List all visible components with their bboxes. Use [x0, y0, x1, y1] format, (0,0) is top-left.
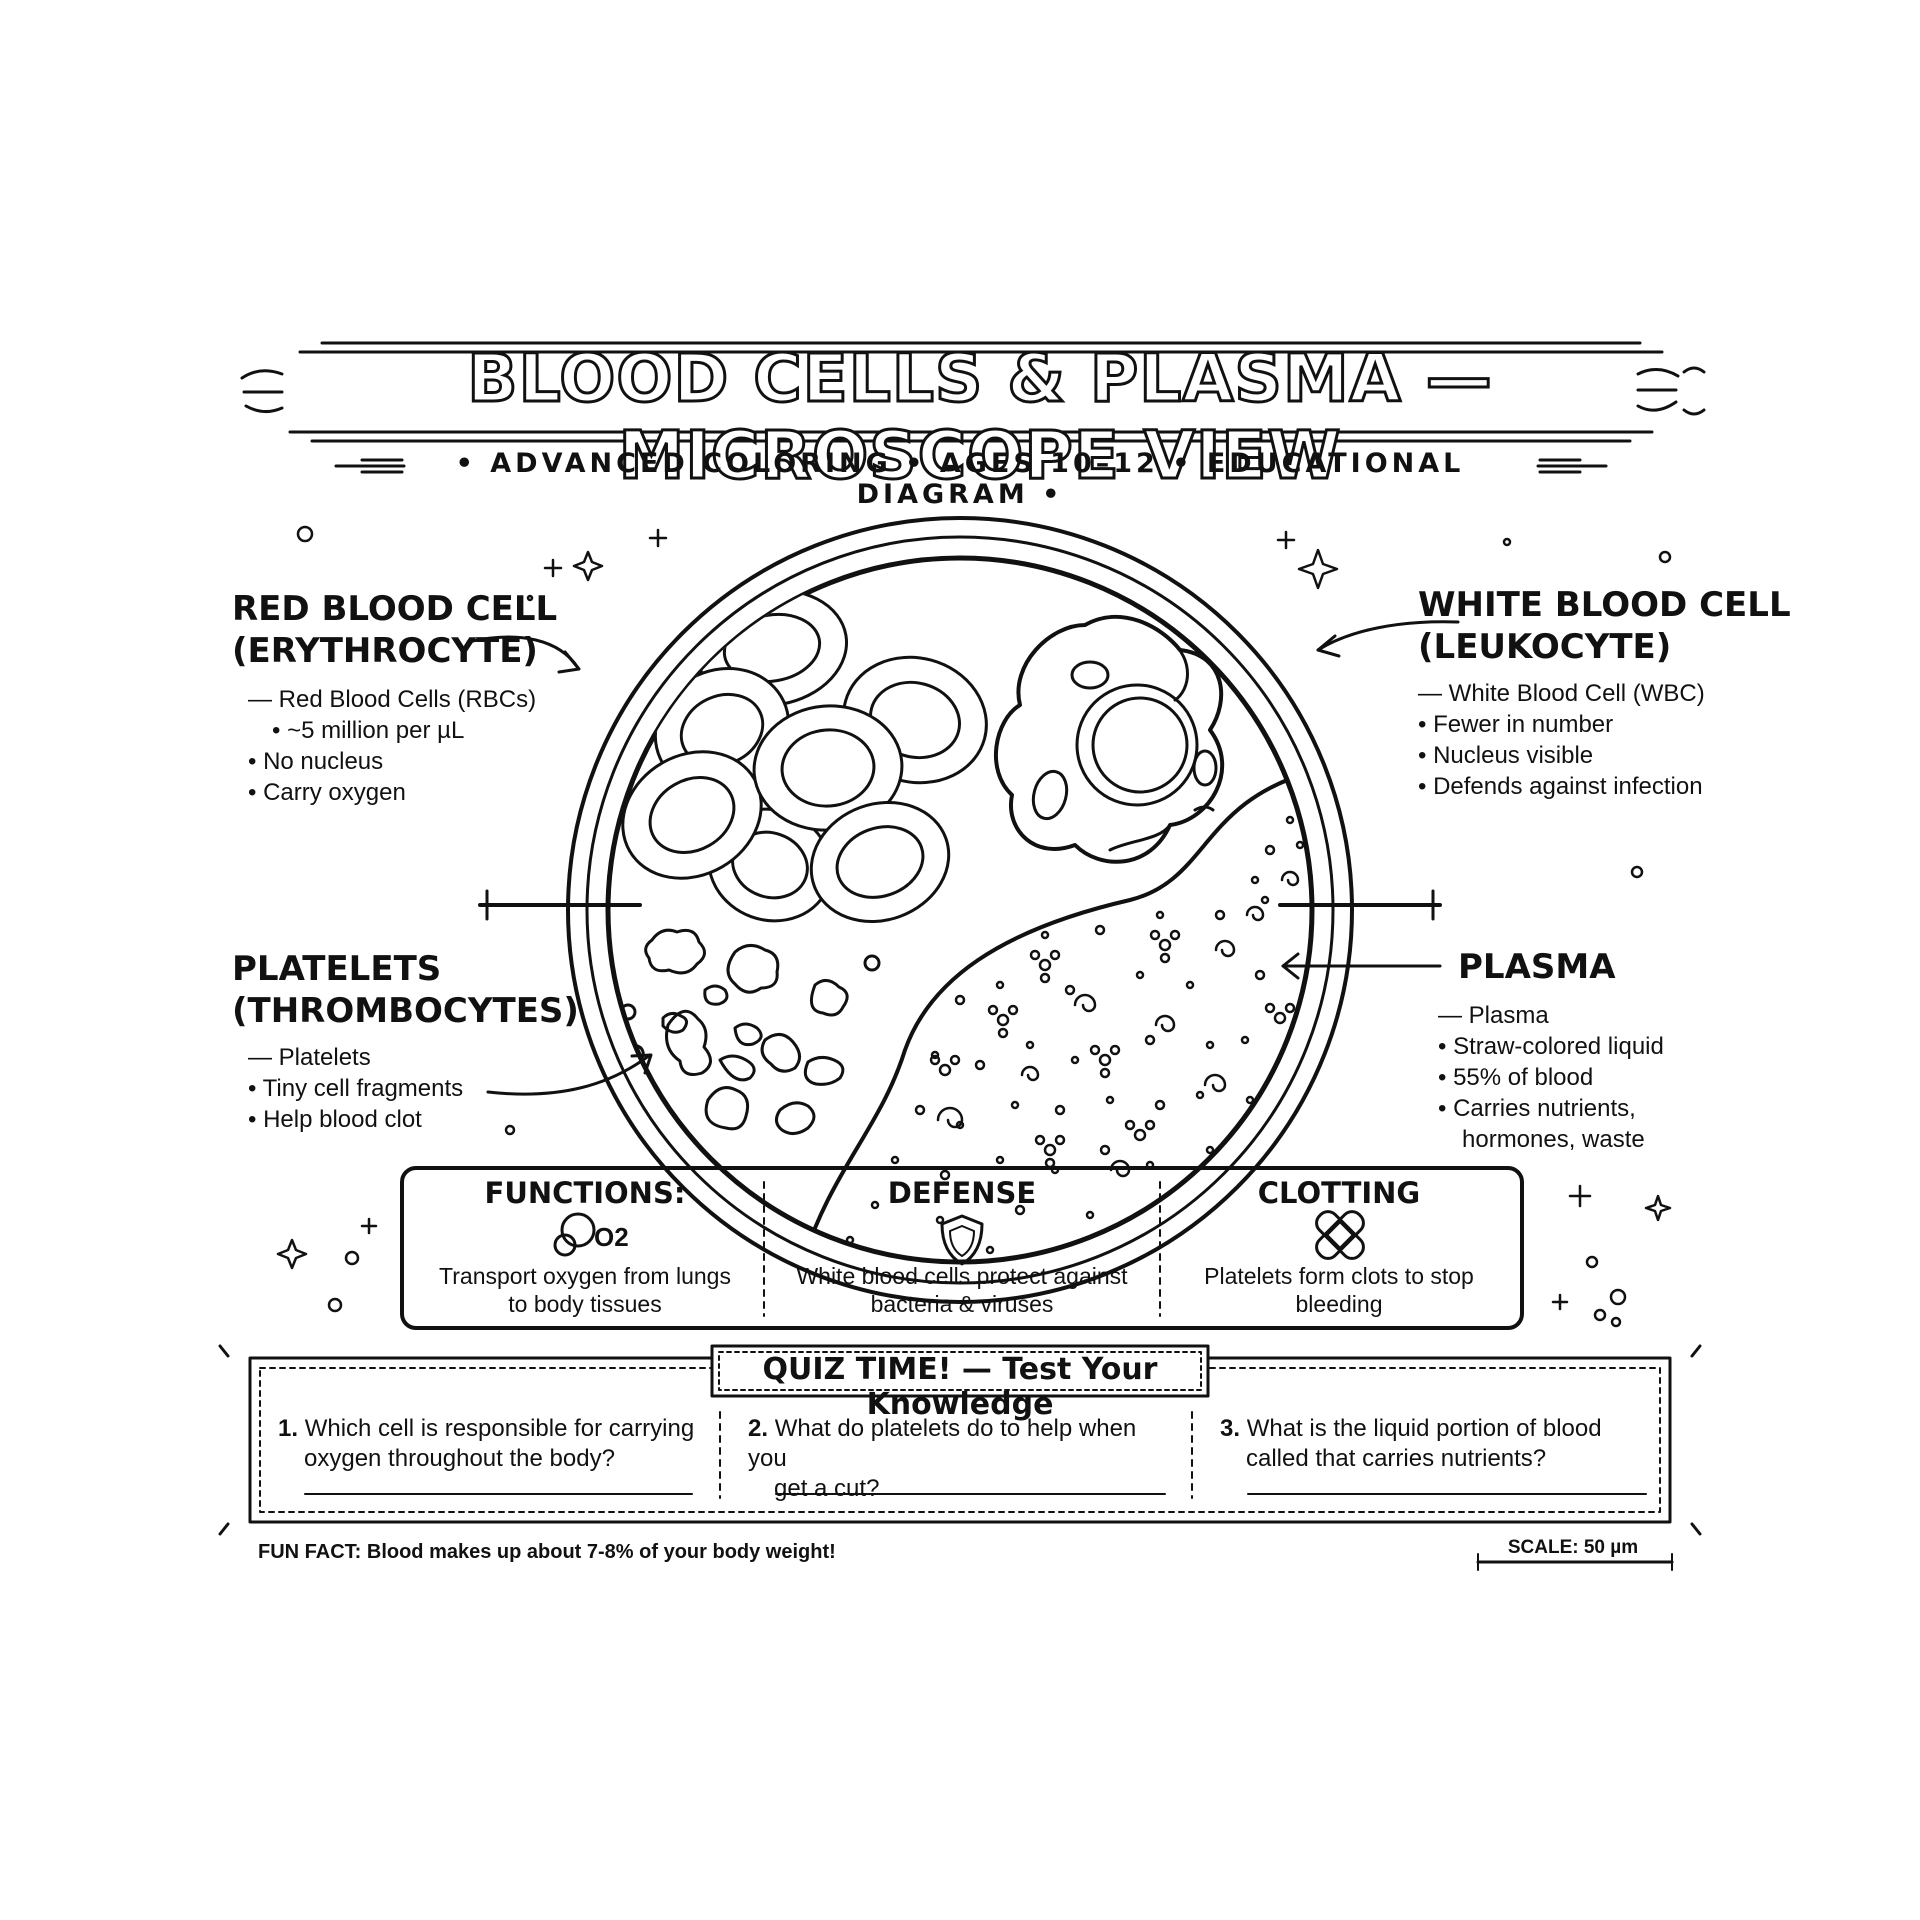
answer-line-2[interactable]: [776, 1466, 1165, 1494]
platelets-heading-line2: (THROMBOCYTES): [232, 991, 579, 1031]
plasma-facts: Plasma Straw-colored liquid 55% of blood…: [1438, 1000, 1664, 1155]
list-item: Carry oxygen: [248, 777, 557, 808]
function-title: CLOTTING: [1257, 1176, 1421, 1210]
answer-line-3[interactable]: [1248, 1466, 1646, 1494]
quiz-question-3: 3. What is the liquid portion of blood c…: [1220, 1414, 1650, 1474]
list-item: Tiny cell fragments: [248, 1073, 579, 1104]
wbc-heading-line2: (LEUKOCYTE): [1418, 627, 1672, 667]
function-title: FUNCTIONS:: [484, 1176, 686, 1210]
quiz-question-2: 2. What do platelets do to help when you…: [748, 1414, 1178, 1504]
plasma-boundary: [798, 768, 1312, 1262]
page-subtitle: • ADVANCED COLORING • AGES 10–12 • EDUCA…: [455, 448, 1465, 510]
function-clotting: CLOTTING Platelets form clots to stop bl…: [1164, 1176, 1514, 1318]
wbc-heading-line1: WHITE BLOOD CELL: [1418, 585, 1791, 625]
platelets-heading-line1: PLATELETS: [232, 949, 442, 989]
list-item: Fewer in number: [1418, 709, 1791, 740]
quiz-question-1: 1. Which cell is responsible for carryin…: [278, 1414, 698, 1474]
decorative-sparkles: [276, 525, 1672, 1328]
rbc-heading-line2: (ERYTHROCYTE): [232, 631, 538, 671]
plasma-heading: PLASMA: [1458, 947, 1616, 987]
list-item: Help blood clot: [248, 1104, 579, 1135]
page-title: BLOOD CELLS & PLASMA — MICROSCOPE VIEW: [466, 339, 1493, 496]
function-text-line2: to body tissues: [508, 1291, 662, 1317]
list-item: Red Blood Cells (RBCs): [248, 684, 557, 715]
question-text-line2: called that carries nutrients?: [1246, 1445, 1547, 1472]
wbc-label: WHITE BLOOD CELL (LEUKOCYTE) White Blood…: [1418, 584, 1791, 802]
rbc-facts: Red Blood Cells (RBCs) ~5 million per µL…: [248, 684, 557, 808]
quiz-title: QUIZ TIME! — Test Your Knowledge: [762, 1352, 1158, 1422]
function-text-line2: bleeding: [1295, 1291, 1383, 1317]
white-blood-cell: [994, 614, 1225, 864]
question-number: 3.: [1220, 1415, 1241, 1442]
shield-icon: [768, 1210, 1156, 1262]
bandage-icon: [1164, 1210, 1514, 1262]
function-defense: DEFENSE White blood cells protect agains…: [768, 1176, 1156, 1318]
list-item: Plasma: [1438, 1000, 1664, 1031]
list-item: Carries nutrients,: [1438, 1093, 1664, 1124]
platelets-facts: Platelets Tiny cell fragments Help blood…: [248, 1042, 579, 1135]
list-item: Platelets: [248, 1042, 579, 1073]
functions-panel-frame: [400, 1166, 1524, 1330]
question-text-line2: get a cut?: [774, 1475, 880, 1502]
question-text-line1: What do platelets do to help when you: [748, 1415, 1137, 1472]
answer-line-1[interactable]: [305, 1466, 692, 1494]
oxygen-molecule-icon: O2: [410, 1210, 760, 1262]
list-item: Defends against infection: [1418, 771, 1791, 802]
wbc-facts: White Blood Cell (WBC) Fewer in number N…: [1418, 678, 1791, 802]
red-blood-cells: [621, 588, 988, 924]
list-item: Nucleus visible: [1418, 740, 1791, 771]
list-item: White Blood Cell (WBC): [1418, 678, 1791, 709]
function-text-line1: White blood cells protect against: [796, 1263, 1128, 1289]
rbc-label: RED BLOOD CELL (ERYTHROCYTE) Red Blood C…: [232, 588, 557, 808]
quiz-frame: [218, 1344, 1702, 1536]
function-transport: FUNCTIONS: O2 Transport oxygen from lung…: [410, 1176, 760, 1318]
function-text-line2: bacteria & viruses: [870, 1291, 1054, 1317]
function-text-line1: Platelets form clots to stop: [1204, 1263, 1474, 1289]
list-item: hormones, waste: [1462, 1126, 1645, 1153]
list-item: No nucleus: [248, 746, 557, 777]
question-text-line1: Which cell is responsible for carrying: [304, 1415, 695, 1442]
platelets-label: PLATELETS (THROMBOCYTES) Platelets Tiny …: [232, 948, 579, 1135]
oxygen-molecule-icon-shape: [560, 1212, 596, 1248]
title-banner-lines: [240, 341, 1706, 474]
plasma-label: PLASMA Plasma Straw-colored liquid 55% o…: [1453, 946, 1664, 1155]
rbc-heading-line1: RED BLOOD CELL: [232, 589, 558, 629]
question-text-line1: What is the liquid portion of blood: [1246, 1415, 1602, 1442]
oxygen-icon-label: O2: [594, 1222, 629, 1252]
question-number: 2.: [748, 1415, 769, 1442]
list-item: Straw-colored liquid: [1438, 1031, 1664, 1062]
function-text-line1: Transport oxygen from lungs: [439, 1263, 731, 1289]
scale-label: SCALE: 50 µm: [1507, 1537, 1639, 1558]
scale-bar: [1476, 1553, 1674, 1571]
question-number: 1.: [278, 1415, 299, 1442]
list-item: 55% of blood: [1438, 1062, 1664, 1093]
fun-fact: FUN FACT: Blood makes up about 7-8% of y…: [258, 1541, 836, 1563]
list-item: ~5 million per µL: [248, 715, 557, 746]
function-title: DEFENSE: [887, 1176, 1037, 1210]
platelets: [619, 928, 881, 1135]
question-text-line2: oxygen throughout the body?: [304, 1445, 615, 1472]
